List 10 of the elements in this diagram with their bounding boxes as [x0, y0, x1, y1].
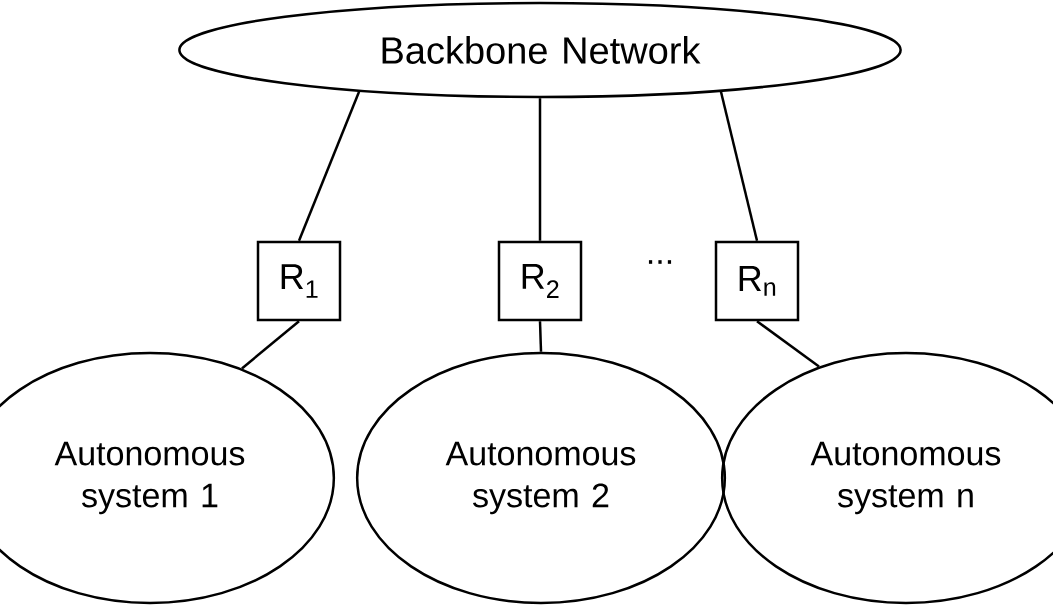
connector-line	[297, 91, 361, 242]
connector-line	[538, 321, 543, 352]
connector-line	[719, 91, 759, 242]
connector-line	[241, 320, 300, 370]
connector-line	[538, 98, 542, 241]
ellipsis-label: ...	[648, 260, 672, 264]
router-box: R$_{1}$	[256, 240, 342, 322]
router-box: R$_{2}$	[497, 240, 583, 322]
router-box: R$_{n}$	[714, 240, 800, 322]
connector-line	[756, 320, 820, 368]
